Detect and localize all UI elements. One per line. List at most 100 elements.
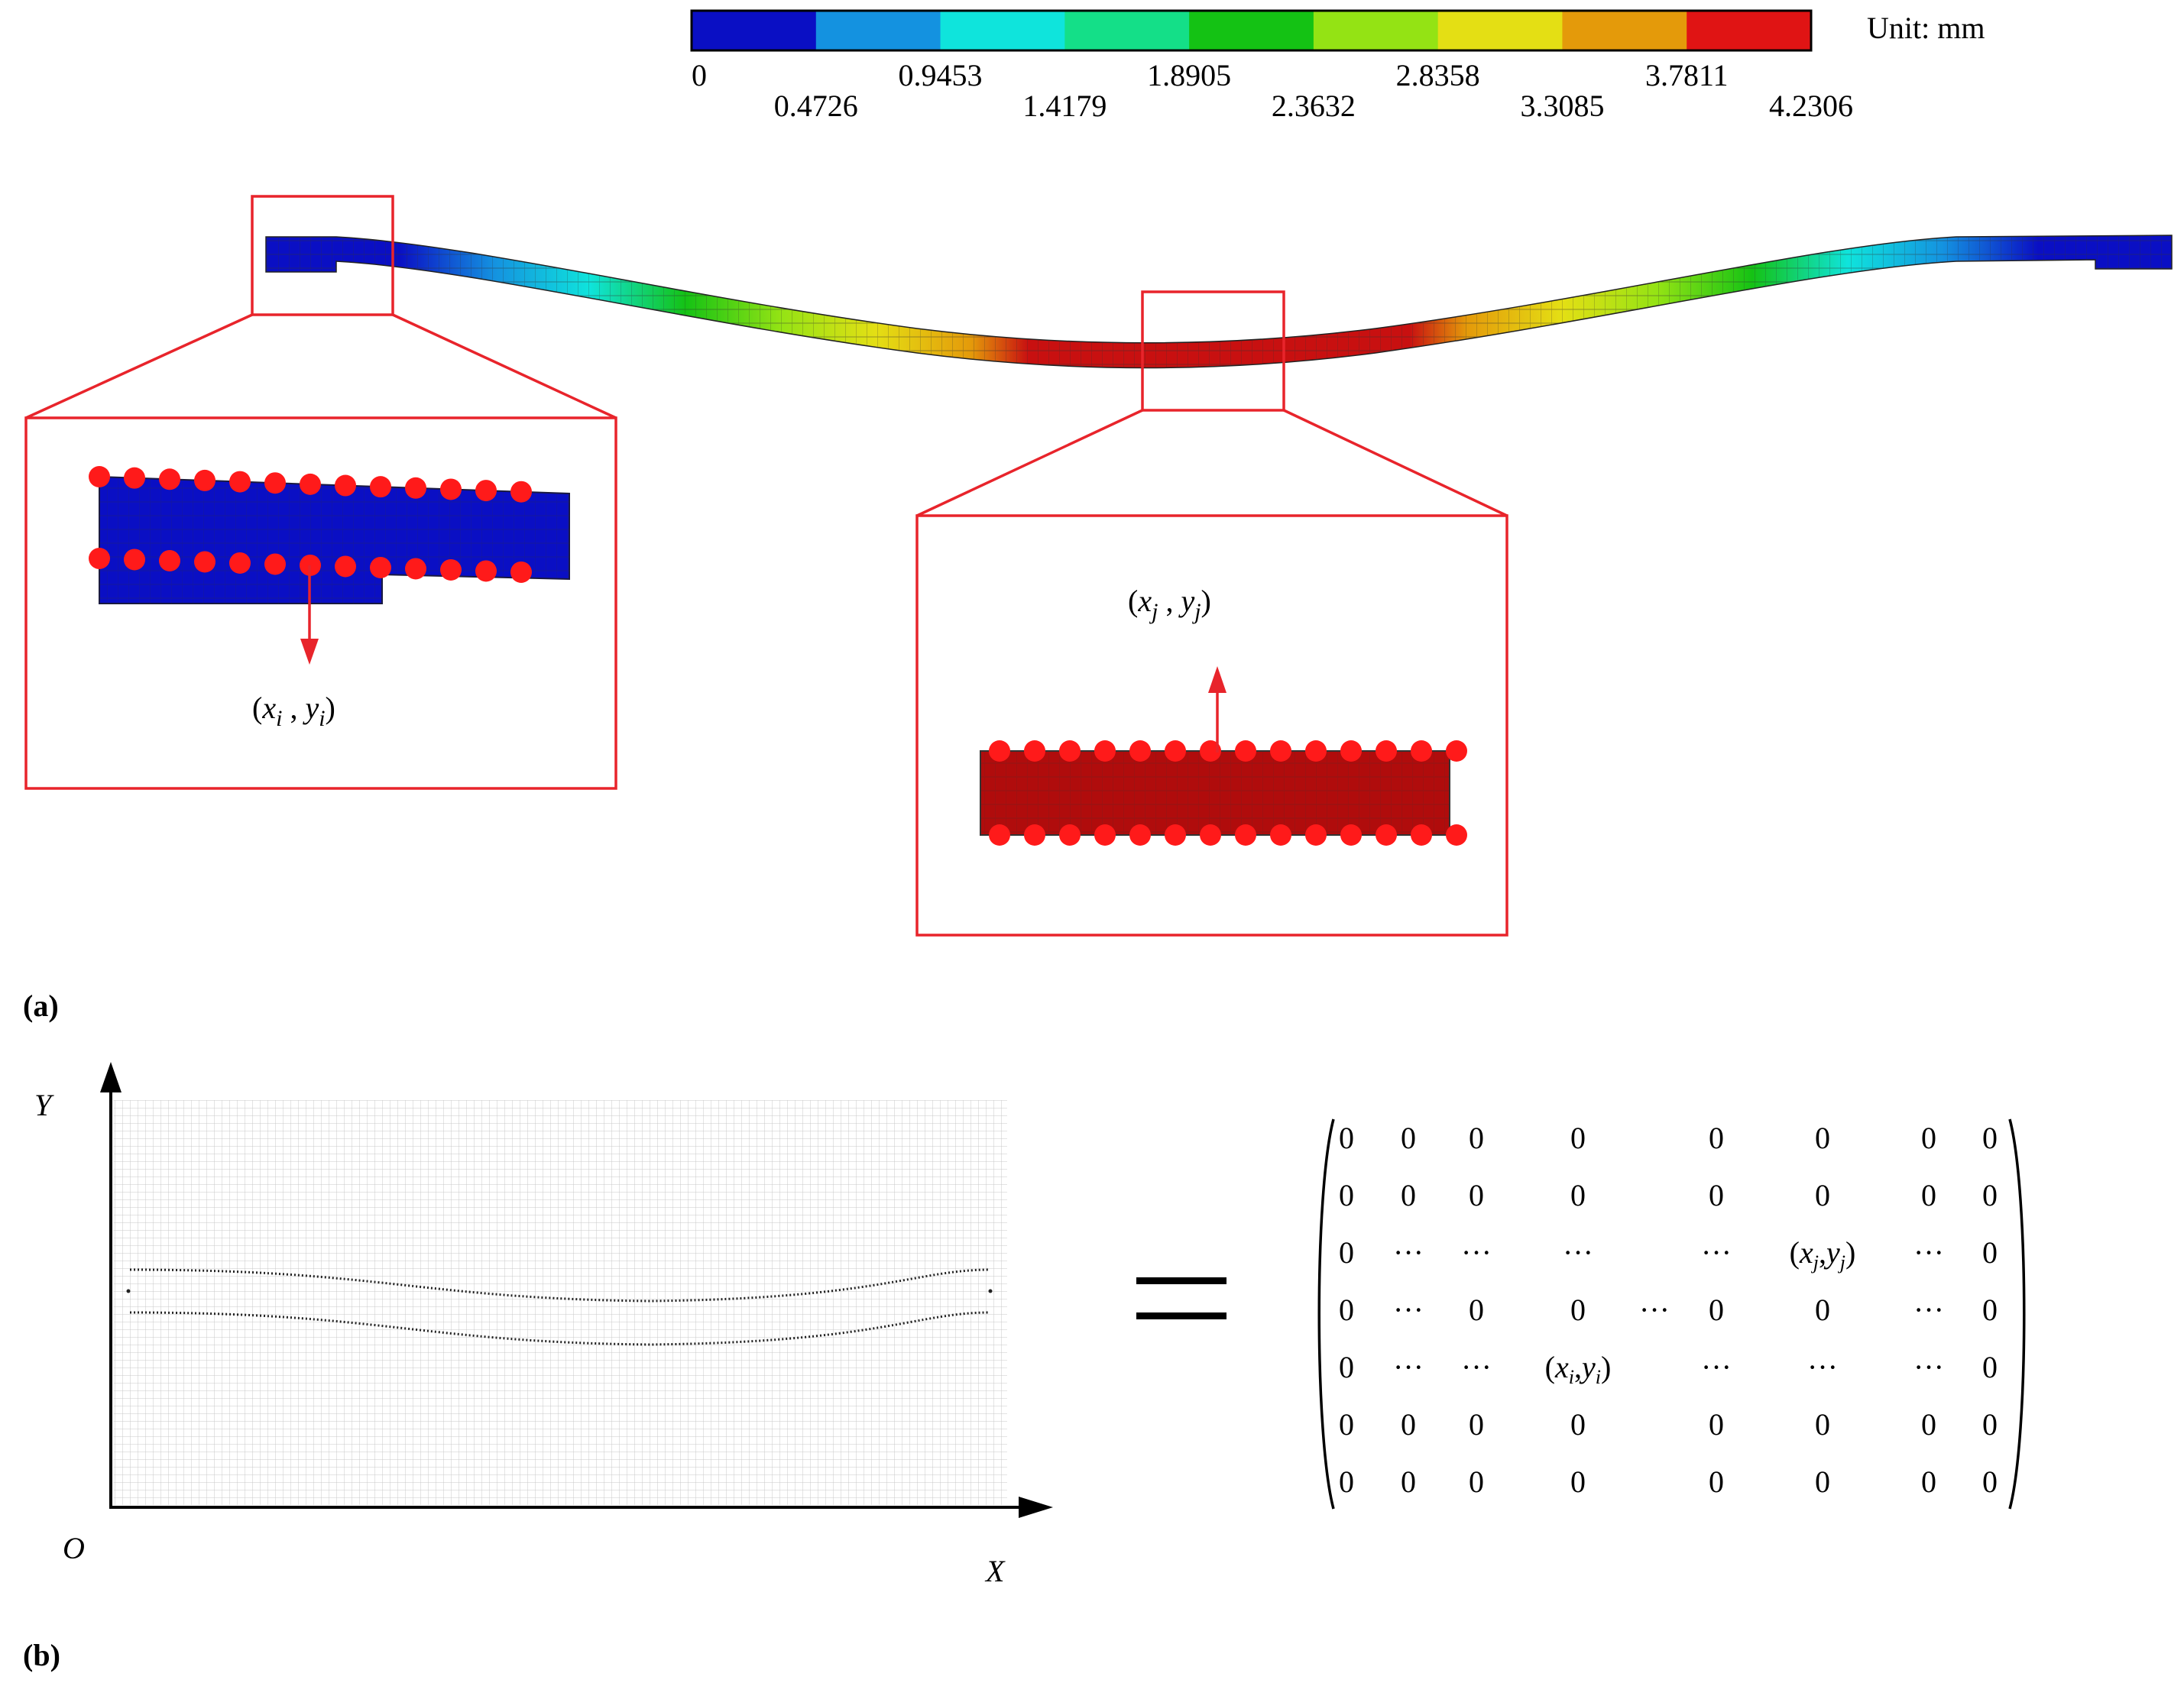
matrix-cell: ··· <box>1461 1235 1492 1270</box>
matrix-cell: 0 <box>1709 1465 1724 1499</box>
node-point <box>1305 824 1327 846</box>
matrix-cell: ··· <box>1807 1350 1838 1384</box>
node-point <box>1094 740 1116 762</box>
node-point <box>370 476 391 498</box>
equals-bar-top <box>1136 1277 1226 1284</box>
colorbar-tick-label: 2.3632 <box>1272 89 1356 123</box>
colorbar-segments <box>692 11 1812 50</box>
matrix-cell: 0 <box>1339 1465 1354 1499</box>
upper-contour-curve <box>129 1268 990 1303</box>
node-point <box>1024 824 1045 846</box>
matrix-cell: 0 <box>1339 1350 1354 1384</box>
colorbar-segment <box>1562 11 1687 50</box>
node-point <box>1340 824 1362 846</box>
matrix-cell: 0 <box>1570 1121 1586 1155</box>
center-callout-line <box>1283 409 1508 517</box>
matrix-right-paren <box>2008 1118 2026 1510</box>
matrix-cell: 0 <box>1401 1407 1416 1442</box>
y-axis-label: Y <box>34 1088 54 1122</box>
x-axis-label: X <box>984 1554 1006 1588</box>
node-point <box>194 551 215 573</box>
matrix-cell: 0 <box>1570 1178 1586 1212</box>
node-point <box>1200 740 1221 762</box>
beam-mesh-overlay <box>266 235 2172 368</box>
matrix-cell: 0 <box>1709 1407 1724 1442</box>
node-point <box>475 560 497 582</box>
node-point <box>405 558 426 580</box>
center-callout-line <box>916 409 1143 517</box>
x-axis-arrow <box>1019 1497 1053 1518</box>
node-point <box>264 472 286 494</box>
colorbar-tick-labels: 00.47260.94531.41791.89052.36322.83583.3… <box>692 58 1853 123</box>
matrix-cell: 0 <box>1815 1465 1830 1499</box>
node-point <box>1270 824 1291 846</box>
node-point <box>1094 824 1116 846</box>
node-point <box>1235 740 1256 762</box>
node-point <box>989 824 1010 846</box>
matrix-cell: 0 <box>1401 1178 1416 1212</box>
node-point <box>1411 824 1432 846</box>
left-arrow-head <box>300 639 319 665</box>
node-point <box>335 474 356 497</box>
matrix-cell: 0 <box>1339 1235 1354 1270</box>
matrix-cell: ··· <box>1393 1293 1424 1327</box>
matrix-cell: 0 <box>1709 1293 1724 1327</box>
matrix-cell: 0 <box>1570 1293 1586 1327</box>
colorbar-segment <box>1189 11 1314 50</box>
panel-a-label: (a) <box>23 989 59 1023</box>
center-point-label: (xj , yj) <box>1128 584 1211 624</box>
node-point <box>1129 740 1151 762</box>
colorbar-unit-label: Unit: mm <box>1867 11 1985 45</box>
matrix-cell: ··· <box>1913 1293 1944 1327</box>
matrix-cell: 0 <box>1469 1293 1484 1327</box>
lower-contour-curve <box>129 1311 990 1346</box>
center-highlight-box <box>1141 290 1285 412</box>
colorbar-tick-label: 1.8905 <box>1147 58 1231 92</box>
node-point <box>1411 740 1432 762</box>
matrix-cell: 0 <box>1982 1407 1998 1442</box>
matrix-cell: 0 <box>1815 1121 1830 1155</box>
node-point <box>1340 740 1362 762</box>
matrix-cell: 0 <box>1815 1293 1830 1327</box>
matrix-cell: 0 <box>1982 1350 1998 1384</box>
node-point <box>159 468 180 490</box>
matrix-cell: ··· <box>1701 1350 1732 1384</box>
node-point <box>440 558 462 581</box>
node-point <box>1376 740 1397 762</box>
node-point <box>124 549 145 571</box>
colorbar-tick-label: 3.3085 <box>1520 89 1604 123</box>
matrix-cell: 0 <box>1339 1178 1354 1212</box>
node-point <box>1165 740 1186 762</box>
left-callout-line <box>25 313 253 419</box>
matrix-cell: ··· <box>1913 1235 1944 1270</box>
colorbar-tick-label: 0 <box>692 58 707 92</box>
matrix-cell: 0 <box>1339 1293 1354 1327</box>
matrix-cell: 0 <box>1982 1235 1998 1270</box>
matrix-cell: 0 <box>1469 1407 1484 1442</box>
node-point <box>335 555 356 578</box>
left-end-point <box>126 1289 131 1293</box>
matrix-cell: 0 <box>1921 1178 1936 1212</box>
node-point <box>1446 824 1467 846</box>
matrix-cell: ··· <box>1393 1350 1424 1384</box>
colorbar-segment <box>1437 11 1563 50</box>
matrix-cell: 0 <box>1709 1178 1724 1212</box>
node-point <box>1129 824 1151 846</box>
matrix-cell: 0 <box>1709 1121 1724 1155</box>
matrix-cell: 0 <box>1921 1465 1936 1499</box>
matrix-cell: (xj,yj) <box>1790 1235 1856 1274</box>
matrix-cell: 0 <box>1401 1465 1416 1499</box>
node-point <box>1059 824 1081 846</box>
matrix-cell: 0 <box>1401 1121 1416 1155</box>
node-point <box>1165 824 1186 846</box>
node-point <box>300 473 321 495</box>
matrix-cell: 0 <box>1982 1293 1998 1327</box>
node-point <box>1446 740 1467 762</box>
colorbar-segment <box>1687 11 1812 50</box>
left-callout-line <box>392 313 617 419</box>
node-point <box>159 549 180 571</box>
colorbar-segment <box>940 11 1065 50</box>
matrix: 0 0 0 0 0 0 0 0 0 0 0 0 0 0 0 0 0 ··· ··· ··· ··· (xj,yj) ··· 0… <box>1339 1121 1998 1499</box>
left-point-label: (xi , yi) <box>252 691 335 731</box>
